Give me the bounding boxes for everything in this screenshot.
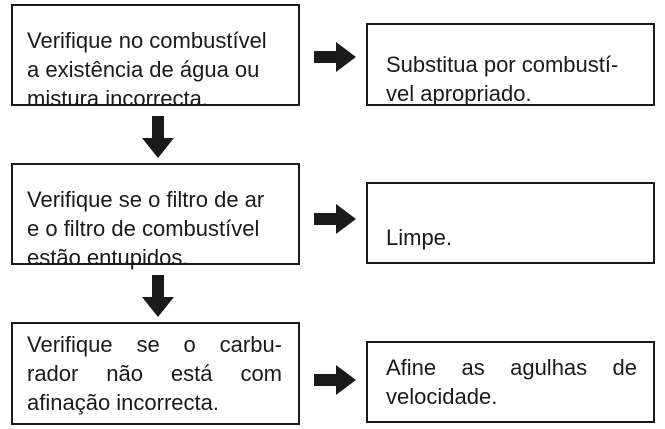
arrow-down-icon [142, 275, 174, 317]
step-1-action-line-2: vel apropriado. [386, 81, 532, 106]
step-2-action-line-1: Limpe. [386, 225, 453, 250]
arrow-right-icon [314, 204, 356, 234]
step-1-check-text: Verifique no combustível a existência de… [13, 0, 298, 113]
step-1-check-line-2: a existência de água ou [27, 57, 260, 82]
step-3-action-line-1: Afine as agulhas de [386, 355, 637, 380]
step-3-check-box: Verifique se o carbu- rador não está com… [11, 322, 300, 425]
step-3-check-text: Verifique se o carbu- rador não está com… [13, 330, 298, 417]
step-1-check-box: Verifique no combustível a existência de… [11, 4, 300, 111]
step-2-check-line-3: estão entupidos. [27, 245, 189, 270]
step-3-action-text: Afine as agulhas de velocidade. [368, 353, 653, 411]
step-1-action-line-1: Substitua por combustí- [386, 52, 619, 77]
step-2-action-box: Limpe. [366, 182, 655, 264]
step-3-action-box: Afine as agulhas de velocidade. [366, 341, 655, 423]
step-1-action-text: Substitua por combustí- vel apropriado. [368, 21, 653, 108]
step-1-action-box: Substitua por combustí- vel apropriado. [366, 23, 655, 106]
arrow-right-icon [314, 42, 356, 72]
step-3-check-line-1: Verifique se o carbu- [27, 332, 282, 357]
step-1-check-line-3: mistura incorrecta. [27, 86, 208, 111]
step-3-action-line-2: velocidade. [386, 384, 498, 409]
step-2-check-box: Verifique se o filtro de ar e o filtro d… [11, 163, 300, 270]
step-2-action-text: Limpe. [368, 194, 653, 252]
step-3-check-line-2: rador não está com [27, 361, 282, 386]
arrow-right-icon [314, 365, 356, 395]
step-2-check-line-1: Verifique se o filtro de ar [27, 187, 265, 212]
step-2-check-line-2: e o filtro de combustível [27, 216, 260, 241]
step-2-check-text: Verifique se o filtro de ar e o filtro d… [13, 156, 298, 272]
step-1-check-line-1: Verifique no combustível [27, 28, 267, 53]
arrow-down-icon [142, 116, 174, 158]
step-3-check-line-3: afinação incorrecta. [27, 390, 219, 415]
